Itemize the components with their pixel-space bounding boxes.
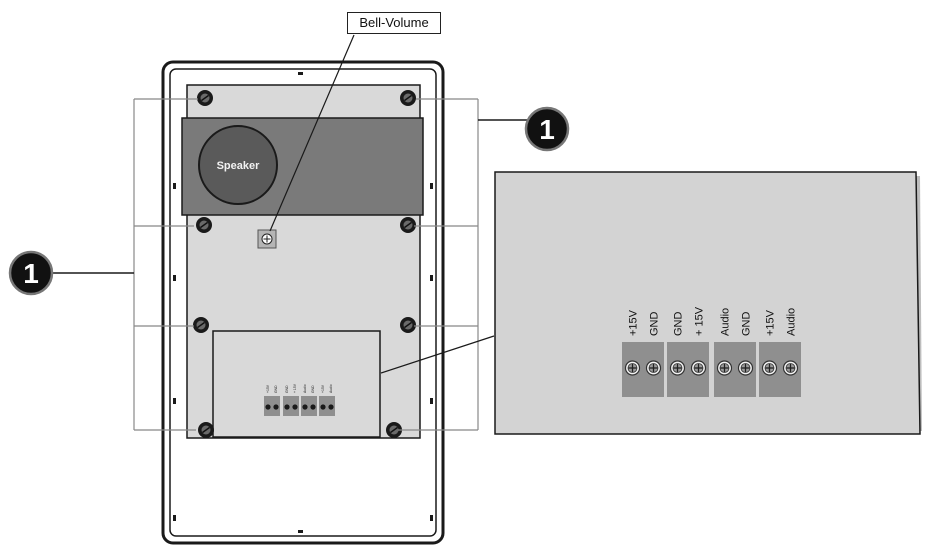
mini-terminal-screw-icon xyxy=(310,404,316,410)
mini-terminal-screw-icon xyxy=(328,404,334,410)
terminal-screw-icon xyxy=(624,360,641,376)
mini-terminal xyxy=(301,396,317,416)
mini-terminal-label: + 15V xyxy=(293,383,297,393)
terminal-label: +15V xyxy=(628,309,640,336)
housing-inner xyxy=(169,68,437,537)
screw-icon xyxy=(197,90,213,106)
screw-icon xyxy=(400,317,416,333)
zoom-leader xyxy=(380,335,495,374)
terminal-screw-icon xyxy=(761,360,778,376)
mini-terminal-label: +15V xyxy=(266,384,270,393)
mini-terminal xyxy=(264,396,280,416)
terminal-label: GND xyxy=(741,312,753,337)
bell-volume-leader xyxy=(269,34,355,232)
terminal-screw-icon xyxy=(690,360,707,376)
terminal-label: +15V xyxy=(765,309,777,336)
mini-terminal-label: GND xyxy=(285,385,289,393)
mini-terminal-label: Audio xyxy=(329,384,333,393)
terminal-blocks: +15V GND GND + 15V Audio GND +15V Audio xyxy=(622,306,801,397)
mini-terminal-screw-icon xyxy=(273,404,279,410)
mini-terminal xyxy=(319,396,335,416)
mini-terminal-screw-icon xyxy=(292,404,298,410)
mini-terminal-label: Audio xyxy=(303,384,307,393)
mini-terminal-screw-icon xyxy=(284,404,290,410)
mini-terminal-label: +15V xyxy=(321,384,325,393)
terminal-screw-icon xyxy=(645,360,662,376)
screw-icon xyxy=(193,317,209,333)
mini-terminal-block: +15V GND GND + 15V Audio GND +15V Audio xyxy=(264,383,335,416)
terminal-screw-icon xyxy=(669,360,686,376)
mini-terminal-label: GND xyxy=(274,385,278,393)
marker-number-left: 1 xyxy=(23,258,39,289)
detail-panel xyxy=(494,171,921,435)
mini-terminal-label: GND xyxy=(311,385,315,393)
terminal-label: GND xyxy=(673,312,685,337)
terminal-label: GND xyxy=(649,312,661,337)
screws xyxy=(193,90,416,438)
terminal-label: Audio xyxy=(720,308,732,336)
left-bracket xyxy=(133,98,198,431)
screw-icon xyxy=(386,422,402,438)
bell-volume-label: Bell-Volume xyxy=(347,12,441,34)
numbered-marker-icon-right: 1 xyxy=(524,106,570,152)
screw-icon xyxy=(196,217,212,233)
potentiometer-icon xyxy=(257,229,277,249)
terminal-label: + 15V xyxy=(694,306,706,336)
speaker xyxy=(198,125,278,205)
mini-terminal-screw-icon xyxy=(302,404,308,410)
terminal-cover xyxy=(212,330,381,438)
right-bracket xyxy=(398,98,479,431)
terminal-label: Audio xyxy=(786,308,798,336)
housing-slots xyxy=(173,72,433,533)
terminal-screw-icon xyxy=(737,360,754,376)
marker-number-right: 1 xyxy=(539,114,555,145)
screw-icon xyxy=(400,217,416,233)
mini-terminal-screw-icon xyxy=(265,404,271,410)
terminal-screw-icon xyxy=(782,360,799,376)
speaker-label: Speaker xyxy=(217,160,261,172)
mini-terminal-screw-icon xyxy=(320,404,326,410)
screw-icon xyxy=(400,90,416,106)
numbered-marker-icon-left: 1 xyxy=(8,250,54,296)
mini-terminal xyxy=(283,396,299,416)
screw-icon xyxy=(198,422,214,438)
terminal-screw-icon xyxy=(716,360,733,376)
